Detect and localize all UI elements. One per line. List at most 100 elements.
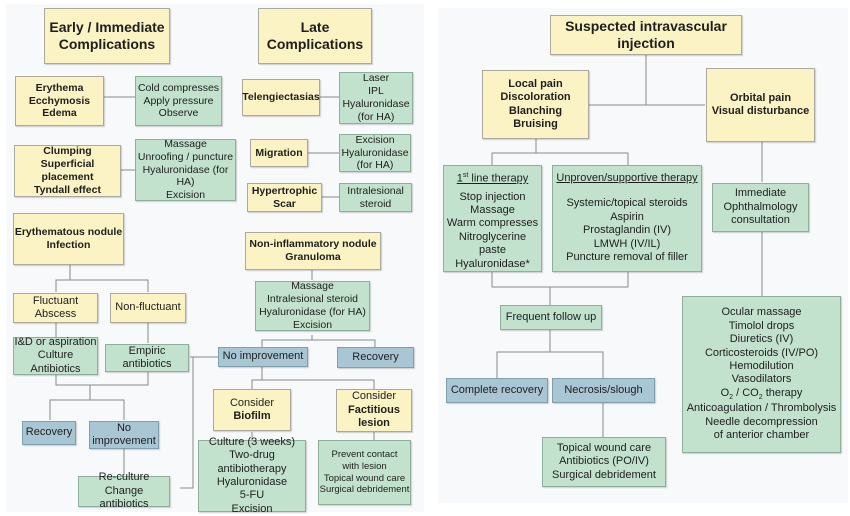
ocular-treatment-box: Ocular massage Timolol drops Diuretics (… [682, 296, 841, 453]
text-line: Stop injection [459, 190, 526, 203]
text-line: Migration [255, 146, 303, 159]
text-line: Topical wound care [323, 472, 406, 484]
text-line: Topical wound care [556, 441, 652, 454]
connector [496, 330, 551, 378]
title-line: Suspected intravascular [565, 18, 727, 35]
text-line: Edema [42, 107, 77, 120]
first-line-heading: 1st line therapy [457, 172, 529, 186]
text-line: Necrosis/slough [564, 383, 643, 396]
title-line: Late [300, 19, 330, 36]
text-line: Corticosteroids (IV/PO) [704, 346, 819, 359]
connector [550, 351, 604, 378]
orbital-pain-box: Orbital pain Visual disturbance [706, 68, 815, 142]
reculture-box: Re-culture Change antibiotics [78, 471, 170, 510]
text-line: Fluctuant [32, 294, 79, 307]
text-line: Warm compresses [446, 217, 539, 230]
necrosis-box: Necrosis/slough [552, 378, 655, 403]
text-line: lesion [358, 417, 390, 430]
text-line: Hemodilution [729, 359, 794, 372]
fluctuant-box: Fluctuant Abscess [13, 293, 98, 323]
non-inflammatory-nodule-box: Non-inflammatory nodule Granuloma [245, 232, 381, 270]
text-line: consultation [731, 214, 790, 227]
connector [55, 371, 149, 386]
connector [261, 335, 313, 347]
text-line: (for HA) [356, 159, 394, 172]
erythema-box: Erythema Ecchymosis Edema [15, 76, 104, 126]
text-line: Prostaglandin (IV) [582, 224, 672, 237]
text-line: Laser [362, 72, 390, 85]
text-line: Hyaluronidase (for HA) [142, 163, 229, 189]
sub-2: 2 [729, 393, 734, 401]
text-line: Massage [164, 138, 207, 151]
telangiectasias-box: Telengiectasias [242, 79, 320, 116]
early-complications-title: Early / Immediate Complications [44, 8, 170, 64]
heading-sup: st [462, 172, 469, 179]
local-pain-box: Local pain Discoloration Blanching Bruis… [482, 70, 589, 139]
connector [49, 385, 91, 420]
text-line: Erythema [35, 81, 84, 94]
text-line: No [116, 421, 132, 434]
text-line: IPL [368, 85, 384, 98]
title-line: Early / Immediate [49, 19, 165, 36]
text-line: Surgical debridement [319, 484, 410, 496]
factitious-treatment-box: Prevent contact with lesion Topical woun… [318, 440, 411, 505]
erythema-treatment-box: Cold compresses Apply pressure Observe [135, 76, 222, 126]
text-line: Culture (3 weeks) [208, 435, 296, 448]
text-line: Blanching [508, 104, 563, 117]
text-line: LMWH (IV/IL) [593, 237, 661, 250]
text-line: Superficial placement [40, 158, 95, 183]
consider-biofilm-box: Consider Biofilm [213, 389, 291, 431]
text-line: Antibiotics (PO/IV) [559, 455, 649, 468]
connector [55, 265, 71, 292]
text-line: Hypertrophic [251, 184, 318, 197]
text-line: Recovery [352, 350, 399, 363]
text-line: Culture [37, 349, 74, 362]
heading-text: line therapy [471, 172, 529, 185]
text-line: Apply pressure [143, 94, 214, 107]
text-line: improvement [92, 435, 156, 447]
late-complications-title: Late Complications [258, 8, 372, 64]
frequent-follow-up-box: Frequent follow up [500, 305, 602, 330]
text-line: Puncture removal of filler [566, 251, 688, 264]
text-line: Recovery [25, 426, 73, 439]
connector [536, 152, 629, 165]
text-line: Ecchymosis [28, 94, 91, 107]
text-line: Hyaluronidase* [455, 257, 530, 270]
text-line: Complete recovery [450, 383, 544, 396]
text-line: Diuretics (IV) [729, 333, 794, 346]
text-line: Immediate [734, 187, 787, 200]
text-line: No improvement [222, 350, 304, 363]
sub-2: 2 [758, 393, 763, 401]
no-improvement-box-2: No improvement [218, 347, 308, 367]
text-line: Visual disturbance [711, 105, 810, 117]
text-line: Two-drug antibiotherapy [217, 449, 287, 475]
connector [90, 399, 125, 420]
text-line: Clumping [43, 145, 92, 158]
text-line: Ocular massage [721, 306, 802, 319]
text-line: Tyndall effect [34, 183, 101, 196]
text-line: Excision [355, 133, 395, 146]
text-line: Re-culture [98, 471, 150, 484]
no-improvement-box: No improvement [89, 421, 159, 449]
text-line: steroid [359, 197, 392, 210]
id-aspiration-box: I&D or aspiration Culture Antibiotics [13, 336, 98, 375]
text-line: Timolol drops [728, 319, 795, 332]
migration-box: Migration [250, 139, 308, 167]
biofilm-treatment-box: Culture (3 weeks) Two-drug antibiotherap… [198, 436, 306, 515]
text-line: Empiric antibiotics [122, 344, 172, 370]
text-line: Orbital pain [729, 91, 792, 104]
text-line: Factitious [348, 403, 400, 416]
non-inflammatory-treatment-box: Massage Intralesional steroid Hyaluronid… [255, 280, 370, 331]
text-line: Hyaluronidase [342, 98, 410, 110]
text-line: Unroofing / puncture [137, 150, 234, 163]
text-line: Bruising [513, 117, 558, 130]
text-line: Systemic/topical steroids [566, 197, 688, 210]
text-line: Consider [229, 396, 275, 409]
hypertrophic-scar-box: Hypertrophic Scar [247, 183, 322, 212]
ophthalmology-consultation-box: Immediate Ophthalmology consultation [712, 183, 809, 232]
text-line: of anterior chamber [713, 429, 810, 442]
connector [70, 279, 149, 292]
unproven-therapy-box: Unproven/supportive therapy Systemic/top… [552, 165, 702, 272]
text-line: Excision [165, 189, 206, 202]
text-line: with lesion [342, 460, 387, 472]
